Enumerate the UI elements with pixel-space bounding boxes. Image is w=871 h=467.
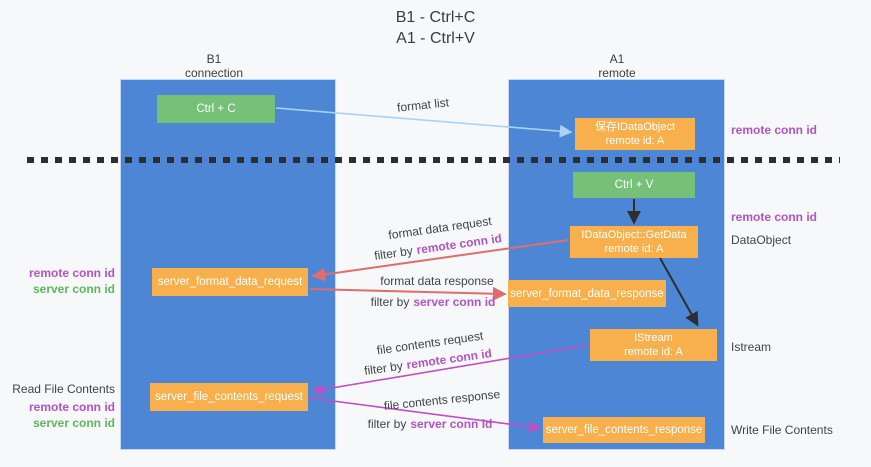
node-idataobject-getdata: IDataObject::GetData remote id: A bbox=[570, 226, 698, 258]
lane-b1-name: B1 bbox=[206, 52, 222, 66]
arrow-file-contents-request bbox=[311, 344, 589, 396]
right-istream: Istream bbox=[731, 340, 772, 354]
node-server-format-data-response: server_format_data_response bbox=[508, 280, 666, 307]
title-line-2: A1 - Ctrl+V bbox=[396, 30, 475, 47]
label-format-data-response: format data response bbox=[380, 274, 494, 288]
left-remote-conn-id-1: remote conn id bbox=[28, 266, 115, 280]
node-getdata-line1: IDataObject::GetData bbox=[581, 229, 687, 241]
left-server-conn-id-2: server conn id bbox=[32, 416, 115, 430]
left-server-conn-id-1: server conn id bbox=[32, 282, 115, 296]
right-remote-conn-id-2: remote conn id bbox=[731, 210, 818, 224]
lane-header-b1: B1 connection bbox=[124, 52, 304, 80]
server-conn-id-text: server conn id bbox=[410, 417, 493, 431]
left-remote-conn-id-2: remote conn id bbox=[28, 400, 115, 414]
node-ctrl-c-label: Ctrl + C bbox=[196, 103, 236, 115]
diagram-title: B1 - Ctrl+C A1 - Ctrl+V bbox=[0, 7, 871, 49]
arrow-file-contents-response bbox=[309, 397, 542, 433]
filter-by-text: filter by bbox=[370, 295, 410, 309]
arrow-format-list bbox=[275, 107, 573, 138]
title-line-1: B1 - Ctrl+C bbox=[395, 9, 476, 26]
arrow-getdata-to-istream bbox=[659, 257, 699, 327]
node-istream-line2: remote id: A bbox=[624, 346, 683, 358]
right-remote-conn-id-1: remote conn id bbox=[731, 123, 818, 137]
node-istream-line1: IStream bbox=[634, 332, 673, 344]
lane-a1-role: remote bbox=[598, 66, 636, 80]
copy-paste-divider bbox=[27, 157, 840, 163]
node-save-idataobject-line1: 保存IDataObject bbox=[594, 121, 676, 133]
node-server-file-contents-request: server_file_contents_request bbox=[150, 383, 308, 411]
lane-header-a1: A1 remote bbox=[527, 52, 707, 80]
server-conn-id-text: server conn id bbox=[413, 295, 496, 309]
node-server-format-data-request-label: server_format_data_request bbox=[157, 276, 303, 288]
node-ctrl-v-label: Ctrl + V bbox=[614, 179, 654, 191]
lane-b1-role: connection bbox=[184, 66, 244, 80]
node-save-idataobject: 保存IDataObject remote id: A bbox=[575, 118, 695, 150]
node-istream: IStream remote id: A bbox=[590, 329, 717, 361]
filter-by-text: filter by bbox=[367, 417, 407, 431]
right-write-file-contents: Write File Contents bbox=[731, 423, 833, 437]
node-server-file-contents-response-label: server_file_contents_response bbox=[545, 424, 703, 436]
node-save-idataobject-line2: remote id: A bbox=[605, 135, 665, 147]
left-read-file-contents: Read File Contents bbox=[12, 382, 115, 396]
node-server-file-contents-request-label: server_file_contents_request bbox=[155, 391, 303, 403]
lane-a1-name: A1 bbox=[609, 52, 625, 66]
node-ctrl-c: Ctrl + C bbox=[157, 95, 275, 123]
node-server-format-data-request: server_format_data_request bbox=[152, 268, 308, 296]
arrow-format-data-request bbox=[311, 239, 569, 282]
node-server-format-data-response-label: server_format_data_response bbox=[510, 287, 664, 300]
right-dataobject: DataObject bbox=[731, 233, 792, 247]
node-server-file-contents-response: server_file_contents_response bbox=[543, 417, 705, 443]
node-getdata-line2: remote id: A bbox=[604, 243, 664, 255]
arrow-format-data-response bbox=[309, 286, 507, 301]
node-ctrl-v: Ctrl + V bbox=[573, 172, 695, 198]
